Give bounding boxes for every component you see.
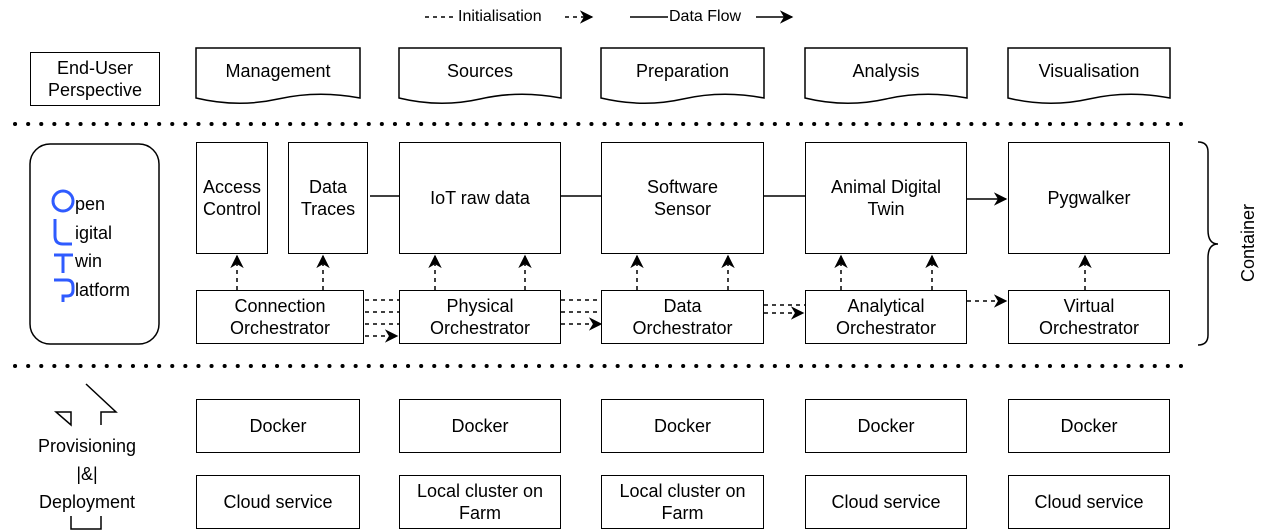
hosting-label-visualisation: Cloud service bbox=[1034, 492, 1144, 512]
virtual-orchestrator-box: Virtual Orchestrator bbox=[1008, 290, 1170, 344]
hosting-label-analysis: Cloud service bbox=[831, 492, 941, 512]
docker-box-visualisation: Docker bbox=[1008, 399, 1170, 453]
docker-box-management: Docker bbox=[196, 399, 360, 453]
data-traces-box: Data Traces bbox=[288, 142, 368, 254]
perspective-management: Management bbox=[225, 61, 331, 81]
pygwalker-label: Pygwalker bbox=[1047, 188, 1131, 208]
container-label: Container bbox=[1238, 203, 1258, 283]
perspective-sources: Sources bbox=[446, 61, 514, 81]
data-orchestrator-box: Data Orchestrator bbox=[601, 290, 764, 344]
legend-initialisation-label: Initialisation bbox=[458, 8, 542, 25]
legend-data-flow-label: Data Flow bbox=[669, 8, 742, 25]
docker-box-analysis: Docker bbox=[805, 399, 967, 453]
access-control-box: Access Control bbox=[196, 142, 268, 254]
hosting-label-sources: Local cluster on Farm bbox=[416, 481, 544, 523]
odtp-logo-icon bbox=[51, 189, 75, 302]
perspective-doc-shape bbox=[600, 47, 765, 104]
end-user-perspective-label: End-User Perspective bbox=[47, 58, 143, 100]
data-orchestrator-label: Data Orchestrator bbox=[632, 296, 733, 338]
analytical-orchestrator-label: Analytical Orchestrator bbox=[835, 296, 937, 338]
platform-line-twin: win bbox=[75, 251, 103, 271]
connection-orchestrator-box: Connection Orchestrator bbox=[196, 290, 364, 344]
virtual-orchestrator-label: Virtual Orchestrator bbox=[1038, 296, 1140, 338]
platform-box bbox=[29, 143, 160, 345]
docker-box-preparation: Docker bbox=[601, 399, 764, 453]
iot-raw-data-box: IoT raw data bbox=[399, 142, 561, 254]
physical-orchestrator-box: Physical Orchestrator bbox=[399, 290, 561, 344]
perspective-doc-shape bbox=[804, 47, 968, 104]
provisioning-up-arrow-icon bbox=[53, 383, 118, 427]
connection-orchestrator-label: Connection Orchestrator bbox=[229, 296, 331, 338]
software-sensor-box: Software Sensor bbox=[601, 142, 764, 254]
access-control-label: Access Control bbox=[202, 177, 262, 219]
perspective-analysis: Analysis bbox=[852, 61, 920, 81]
hosting-box-preparation: Local cluster on Farm bbox=[601, 475, 764, 529]
perspective-preparation: Preparation bbox=[635, 61, 730, 81]
provisioning-deployment-label: Provisioning |&| Deployment bbox=[37, 436, 137, 512]
provisioning-bottom-bracket bbox=[70, 516, 102, 530]
hosting-box-visualisation: Cloud service bbox=[1008, 475, 1170, 529]
container-brace bbox=[1197, 141, 1219, 346]
animal-digital-twin-box: Animal Digital Twin bbox=[805, 142, 967, 254]
animal-digital-twin-label: Animal Digital Twin bbox=[830, 177, 942, 219]
hosting-label-preparation: Local cluster on Farm bbox=[619, 481, 746, 523]
hosting-box-management: Cloud service bbox=[196, 475, 360, 529]
pygwalker-box: Pygwalker bbox=[1008, 142, 1170, 254]
perspective-doc-shape bbox=[195, 47, 361, 104]
physical-orchestrator-label: Physical Orchestrator bbox=[429, 296, 531, 338]
hosting-label-management: Cloud service bbox=[223, 492, 333, 512]
data-traces-label: Data Traces bbox=[300, 177, 356, 219]
platform-line-open: pen bbox=[75, 194, 106, 214]
software-sensor-label: Software Sensor bbox=[646, 177, 719, 219]
end-user-perspective-box: End-User Perspective bbox=[30, 52, 160, 106]
platform-line-platform: latform bbox=[75, 280, 131, 300]
perspective-visualisation: Visualisation bbox=[1038, 61, 1140, 81]
hosting-box-sources: Local cluster on Farm bbox=[399, 475, 561, 529]
hosting-box-analysis: Cloud service bbox=[805, 475, 967, 529]
docker-box-sources: Docker bbox=[399, 399, 561, 453]
analytical-orchestrator-box: Analytical Orchestrator bbox=[805, 290, 967, 344]
iot-raw-data-label: IoT raw data bbox=[430, 188, 530, 208]
perspective-doc-shape bbox=[398, 47, 562, 104]
platform-line-digital: igital bbox=[75, 223, 113, 243]
perspective-doc-shape bbox=[1007, 47, 1171, 104]
